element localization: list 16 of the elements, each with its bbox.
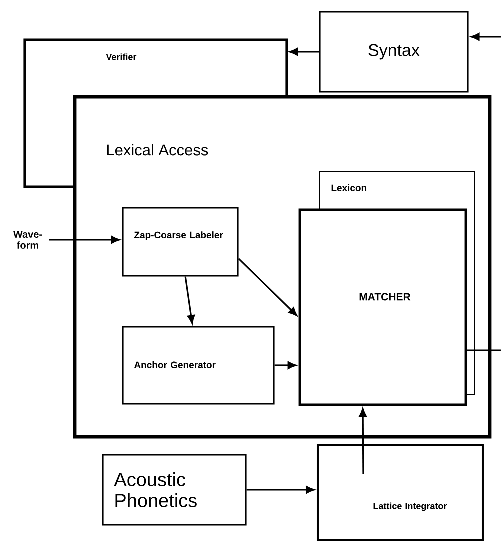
arrow (49, 236, 120, 244)
process-box: Acoustic Phonetics (102, 454, 247, 526)
arrow (471, 33, 501, 41)
generator-box: Anchor Generator (122, 326, 275, 405)
matcher-box: MATCHER (298, 208, 468, 406)
arrow (246, 486, 315, 494)
integrator-box: Lattice Integrator (317, 444, 484, 541)
verifier-box: Verifier (24, 38, 288, 97)
arrow (289, 48, 320, 56)
syntax-box: Syntax (319, 11, 469, 93)
labeler-box: Zap-Coarse Labeler (122, 207, 239, 277)
arrow (359, 408, 367, 474)
input-label: Wave- form (13, 231, 42, 249)
arrow (274, 362, 297, 370)
arrow (238, 258, 298, 316)
arrow (184, 276, 196, 324)
